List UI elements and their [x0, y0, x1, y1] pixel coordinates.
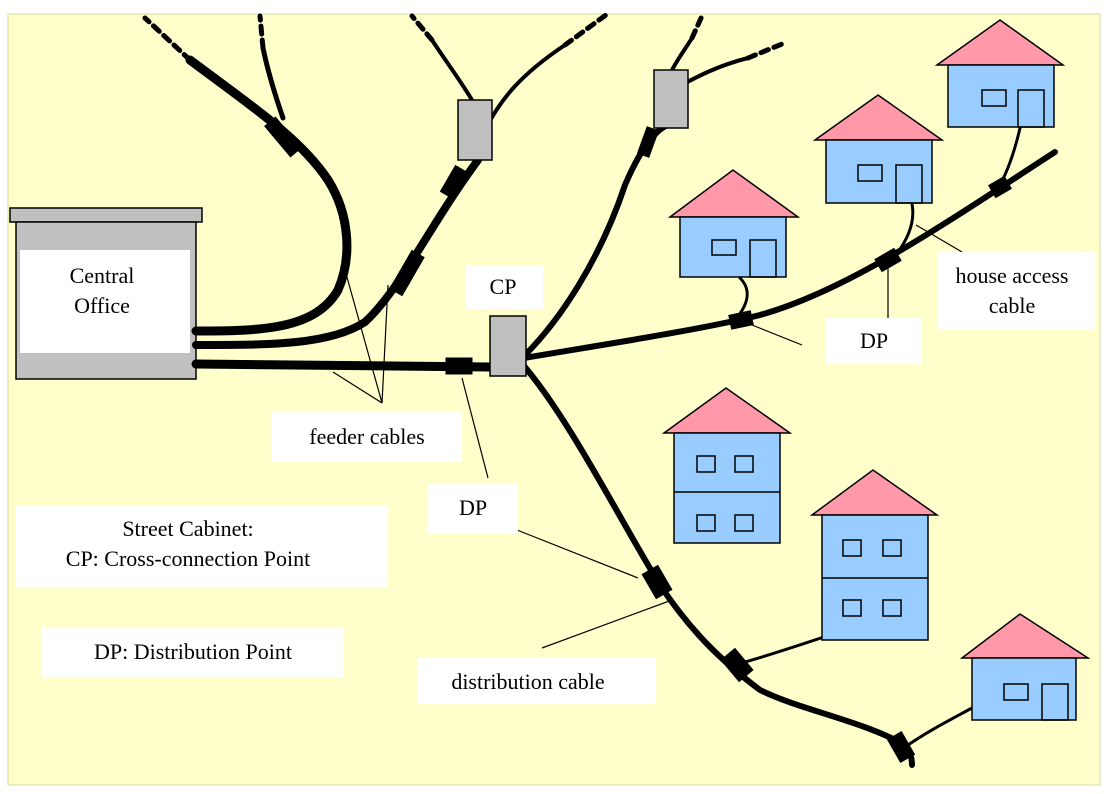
house-5-window-1 [842, 539, 862, 557]
cp-label: CP [490, 274, 517, 299]
house-6-wall [971, 657, 1077, 721]
splice-marker-7 [874, 247, 902, 273]
feeder-leader-2 [381, 284, 389, 404]
house-4 [661, 387, 793, 544]
feeder-cable-1-dashed-end [142, 15, 193, 63]
house-1-door [749, 239, 777, 278]
top-right-box-dashed-1 [689, 13, 705, 41]
house-5-window-3 [842, 599, 862, 617]
splice-marker-1 [264, 116, 302, 158]
splice-marker-8 [988, 175, 1012, 199]
dp-distribution-leader-1 [461, 377, 489, 479]
house-3-wall [947, 64, 1055, 128]
house-access-label-line2: cable [989, 293, 1035, 318]
upper-box-outgoing-dashed [409, 13, 435, 43]
house-4-window-1 [696, 455, 716, 473]
splice-marker-4 [636, 126, 660, 158]
house-3-window [981, 89, 1007, 107]
house-6-door [1041, 683, 1069, 721]
house-2-window [857, 164, 883, 182]
house-2-door [895, 164, 923, 204]
top-right-box [653, 69, 689, 129]
splice-marker-11 [886, 731, 916, 763]
house-2 [812, 94, 945, 204]
house-3 [934, 19, 1066, 128]
splice-marker-10 [720, 647, 754, 683]
feeder-cable-3 [191, 359, 495, 372]
central-office-label-line1: Central [70, 263, 135, 288]
house-1-window [711, 239, 737, 256]
house-5 [809, 469, 940, 641]
house-4-window-3 [696, 514, 716, 532]
cp-cabinet [489, 315, 527, 377]
house-6 [959, 613, 1091, 721]
labels: CP feeder cables DP distribution cable D… [16, 252, 1096, 704]
legend-cabinet-line1: Street Cabinet: [122, 516, 253, 541]
splice-marker-5 [445, 357, 473, 375]
splice-marker-2 [389, 249, 425, 297]
central-office: Central Office [9, 207, 203, 380]
top-right-box-dashed-2 [745, 41, 785, 61]
house-5-window-2 [882, 539, 902, 557]
house-4-wall [673, 432, 781, 544]
house-2-wall [825, 139, 933, 204]
house-4-window-4 [734, 514, 754, 532]
upper-box-outgoing-dashed-2 [562, 9, 613, 48]
house-1 [667, 169, 801, 278]
distribution-cable-label: distribution cable [451, 669, 604, 694]
upper-distribution-box [457, 99, 493, 161]
distribution-cable-label-box [418, 658, 656, 704]
feeder-cables [142, 13, 495, 372]
house-access-cable-4 [743, 633, 832, 664]
distribution-cable-upper [521, 149, 1058, 361]
splice-marker-6 [728, 310, 754, 330]
cp-label-box [465, 265, 543, 309]
legend-cabinet-line2: CP: Cross-connection Point [66, 546, 310, 571]
house-access-leader [915, 224, 963, 253]
splice-marker-9 [641, 564, 673, 600]
house-1-wall [679, 216, 787, 278]
feeder-cables-label: feeder cables [309, 424, 424, 449]
feeder-cables-label-box [272, 412, 462, 462]
house-5-window-4 [882, 599, 902, 617]
dp-house-label: DP [860, 328, 888, 353]
feeder-cable-2 [192, 156, 482, 349]
legend-cabinet-box [16, 505, 388, 587]
feeder-cable-1-branch [260, 45, 286, 121]
house-access-label-box [938, 252, 1096, 330]
feeder-leader-3 [332, 371, 383, 404]
feeder-cable-1 [185, 55, 352, 336]
central-office-roof [9, 207, 203, 223]
splice-markers [264, 116, 1012, 763]
house-3-door [1017, 89, 1045, 128]
feeder-leader-1 [344, 269, 383, 404]
dp-distribution-label-box [428, 484, 518, 534]
central-office-label-line2: Office [74, 293, 130, 318]
house-access-label-line1: house access [955, 263, 1068, 288]
dp-distribution-leader-2 [516, 529, 639, 579]
legend-dp-label: DP: Distribution Point [94, 639, 292, 664]
dp-house-leader-1 [751, 324, 803, 346]
dp-house-label-box [826, 318, 922, 364]
feeder-cable-1-branch-dashed-end [257, 13, 266, 51]
dp-distribution-label: DP [459, 495, 487, 520]
house-access-cable-5 [906, 706, 974, 747]
upper-box-outgoing-cable [430, 38, 474, 102]
central-office-label-box [20, 250, 190, 353]
splice-marker-3 [439, 164, 469, 200]
distribution-cable-leader [541, 599, 673, 649]
house-4-window-2 [734, 455, 754, 473]
house-6-window [1003, 683, 1029, 701]
legend-dp-box [42, 627, 344, 677]
callout-lines [332, 224, 963, 649]
